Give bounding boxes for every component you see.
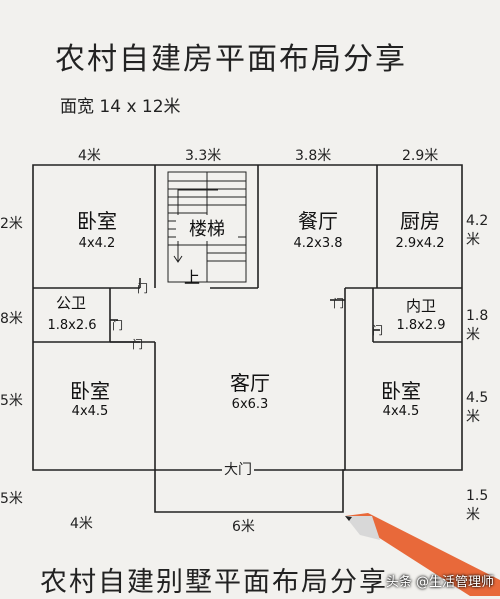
page-title: 农村自建房平面布局分享 [55, 42, 407, 77]
stairs-name: 楼梯 [176, 215, 238, 241]
bottom-dim-1: 4米 [70, 516, 93, 532]
public-bath-size: 1.8x2.6 [47, 318, 97, 333]
bedroom-tl-name: 卧室 [77, 209, 117, 233]
door-label-1: 门 [137, 282, 148, 295]
living-size: 6x6.3 [231, 397, 269, 412]
stairs-up-label: 上 [183, 268, 200, 287]
bedroom-br-size: 4x4.5 [382, 404, 420, 419]
dining-size: 4.2x3.8 [293, 236, 343, 251]
door-label-3: 门 [132, 338, 143, 351]
door-label-5: 门 [372, 324, 383, 337]
right-dim-4: 1.5米 [466, 488, 489, 523]
dining-name: 餐厅 [298, 209, 338, 233]
bottom-title: 农村自建别墅平面布局分享 [40, 567, 388, 598]
bedroom-tl-size: 4x4.2 [78, 236, 116, 251]
top-dim-2: 3.3米 [185, 148, 222, 164]
bedroom-bl-name: 卧室 [70, 379, 110, 403]
left-dim-2: 8米 [0, 311, 23, 327]
kitchen-size: 2.9x4.2 [395, 236, 445, 251]
plan-dimensions: 面宽 14 x 12米 [60, 97, 181, 117]
right-dim-3: 4.5米 [466, 390, 489, 425]
right-dim-2: 1.8米 [466, 308, 489, 343]
inner-bath-size: 1.8x2.9 [396, 318, 446, 333]
left-dim-1: 2米 [0, 216, 23, 232]
inner-bath-name: 内卫 [405, 297, 436, 315]
main-door-label: 大门 [222, 459, 254, 479]
left-dim-3: 5米 [0, 393, 23, 409]
door-label-4: 门 [333, 297, 344, 310]
bedroom-br-name: 卧室 [381, 379, 421, 403]
top-dim-3: 3.8米 [295, 148, 332, 164]
left-dim-4: 5米 [0, 491, 23, 507]
bottom-dim-2: 6米 [232, 519, 255, 535]
watermark: 头条 @生活管理师 [385, 575, 494, 590]
living-name: 客厅 [230, 371, 270, 395]
top-dim-4: 2.9米 [402, 148, 439, 164]
outer-wall [32, 164, 463, 513]
kitchen-name: 厨房 [400, 209, 440, 233]
pen-decoration [345, 513, 500, 596]
door-label-2: 门 [112, 319, 123, 332]
top-dim-1: 4米 [78, 148, 101, 164]
bedroom-bl-size: 4x4.5 [71, 404, 109, 419]
public-bath-name: 公卫 [55, 294, 86, 312]
right-dim-1: 4.2米 [466, 213, 489, 248]
